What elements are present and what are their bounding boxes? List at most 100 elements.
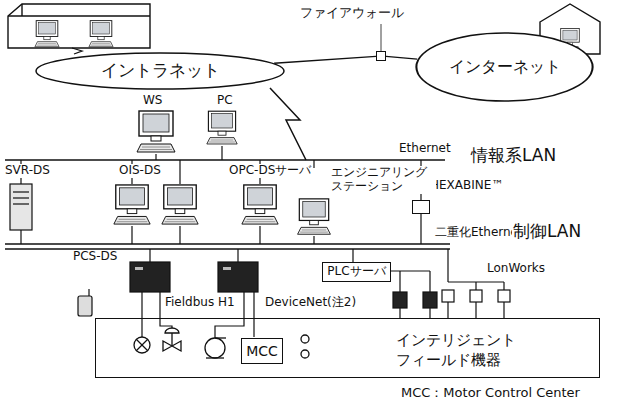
lonworks-wiring [475, 282, 476, 290]
text-label: 情報系LAN [470, 146, 557, 166]
office-building [21, 4, 22, 16]
drop-wire [155, 154, 156, 160]
pcs-controller [141, 292, 142, 337]
ws-computer [137, 111, 175, 152]
node-text: インターネット [449, 58, 561, 76]
server-cabinet [13, 203, 29, 204]
link-zigzag [72, 48, 82, 54]
ds-wires [179, 226, 180, 244]
ellipse-outline [36, 53, 284, 89]
pcs-controller [130, 249, 258, 338]
ds-wires [259, 226, 260, 244]
firewall-box: ファイアウォール [376, 51, 386, 61]
field-symbols [171, 333, 172, 346]
text-label: 二重化Ethernet [434, 226, 524, 240]
field-symbols [205, 338, 225, 358]
lonworks-wiring [447, 302, 448, 318]
lonworks-wiring [447, 249, 448, 282]
office-building [8, 4, 150, 48]
text-label: OIS-DS [118, 164, 162, 178]
pcs-controller [223, 267, 231, 270]
pcs-controller [218, 262, 258, 292]
pcs-controller [135, 267, 143, 270]
plc-wiring [429, 308, 430, 318]
text-label: SVR-DS [4, 164, 51, 178]
text-label: エンジニアリング ステーション [330, 166, 436, 194]
plc-wiring [399, 271, 400, 292]
leader-line [381, 24, 382, 51]
server-cabinet [13, 197, 29, 198]
ds-wires [313, 160, 314, 168]
text-label: DeviceNet(注2) [264, 296, 357, 310]
pcs-controller [130, 262, 170, 292]
info-lan-line [5, 159, 445, 161]
field-device-band: インテリジェント フィールド機器 MCC [95, 318, 600, 378]
pc-computer [207, 111, 237, 144]
plc-wiring [393, 292, 407, 308]
field-symbols [136, 339, 148, 351]
field-symbols [301, 335, 309, 343]
text-label: 制御LAN [512, 222, 582, 242]
internet-cloud: インターネット [415, 32, 594, 102]
field-symbols [301, 350, 309, 358]
mcc-box: MCC [241, 338, 283, 364]
lonworks-wiring [470, 290, 482, 302]
control-lan-line [5, 243, 450, 245]
network-link [386, 56, 417, 59]
office-pc [89, 21, 113, 47]
ds-wires [131, 226, 132, 244]
ds-wires [179, 160, 180, 184]
plc-wiring [352, 249, 353, 262]
lonworks-wiring [503, 302, 504, 318]
field-symbols [136, 339, 148, 351]
office-building [8, 4, 150, 48]
ois-computer [114, 185, 150, 224]
drop-wire [221, 146, 222, 160]
node-text: インテリジェント フィールド機器 [396, 331, 532, 370]
pcs-controller [149, 249, 150, 262]
field-symbols [215, 337, 226, 338]
field-symbols [163, 341, 181, 351]
field-symbols [134, 337, 150, 353]
server-cabinet [10, 184, 32, 230]
ellipse-outline [416, 33, 592, 101]
lonworks-wiring [442, 249, 510, 318]
pcs-controller [237, 249, 238, 262]
text-label: PC [216, 94, 234, 108]
text-label: LonWorks [486, 262, 546, 276]
wireless-terminal [78, 289, 92, 316]
node-text: PLCサーバ [327, 265, 385, 279]
hexabine-box: HEXABINE™ [412, 200, 430, 214]
node-text: イントラネット [101, 61, 220, 81]
text-label: WS [142, 94, 163, 108]
ois-computer [162, 185, 198, 224]
plc-wiring [423, 292, 437, 308]
ds-wires [420, 214, 421, 244]
text-label: MCC：Motor Control Center [400, 386, 581, 401]
lonworks-wiring [442, 290, 454, 302]
node-text: HEXABINE™ [429, 179, 504, 193]
plc-wiring [353, 249, 437, 318]
text-label: OPC-DSサーバ [228, 164, 312, 178]
field-symbols [206, 357, 224, 358]
server-cabinet [20, 230, 21, 244]
lonworks-wiring [503, 282, 504, 290]
text-label: Fieldbus H1 [164, 296, 236, 310]
field-symbols [165, 328, 179, 333]
office-pc [35, 21, 59, 47]
text-label: PCS-DS [72, 250, 118, 264]
wireless-terminal [78, 296, 92, 316]
node-text: MCC [246, 343, 278, 359]
ds-wires [313, 236, 314, 244]
wireless-terminal [88, 289, 89, 296]
opc-computer [242, 185, 278, 224]
lonworks-wiring [475, 302, 476, 318]
lonworks-wiring [498, 290, 510, 302]
plc-wiring [429, 271, 430, 292]
network-link [274, 56, 376, 63]
server-cabinet [13, 191, 29, 192]
pcs-controller [253, 292, 254, 337]
engineering-computer [298, 199, 331, 234]
office-building [8, 15, 150, 16]
